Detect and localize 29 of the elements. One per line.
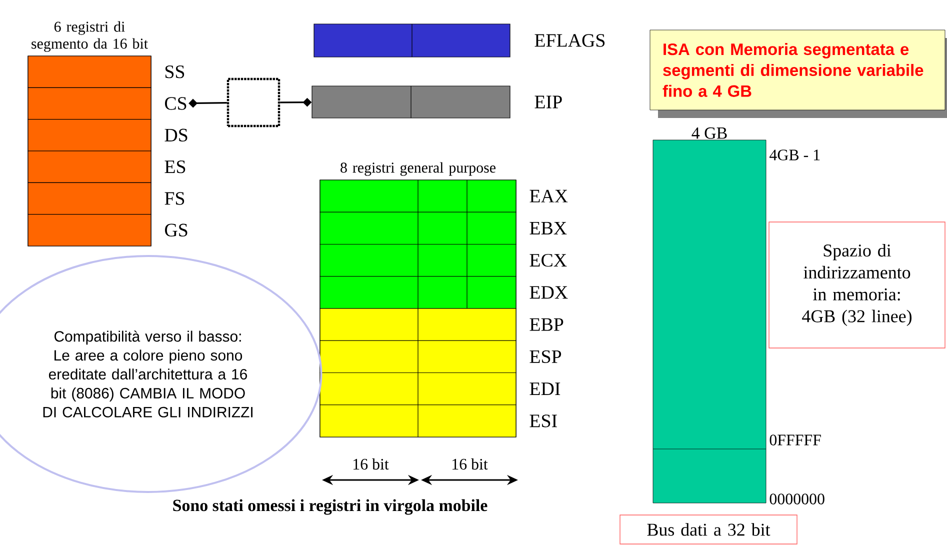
- block-heading: 8 registri general purpose: [340, 162, 496, 176]
- text-box: Bus dati a 32 bit: [620, 514, 798, 544]
- register-label: SS: [165, 65, 184, 78]
- register-label: FS: [164, 192, 184, 205]
- register-label: EBP: [530, 318, 564, 331]
- bar-heading: 4 GB: [692, 127, 727, 139]
- block-heading: 6 registri di segmento da 16 bit: [32, 21, 148, 52]
- register-label: GS: [164, 224, 188, 237]
- register-label: ESI: [530, 414, 557, 428]
- address-label: 0FFFFF: [770, 434, 821, 446]
- register-label: DS: [164, 128, 188, 142]
- text-box: Spazio di indirizzamento in memoria: 4GB (32 linee): [768, 222, 946, 348]
- footnote: Sono stati omessi i registri in virgola mobile: [173, 499, 488, 515]
- dimension-label: 16 bit: [452, 458, 488, 470]
- register-label: EBX: [530, 222, 567, 234]
- title-box: ISA con Memoria segmentata e segmenti di dimensione variabile fino a 4 GB: [650, 30, 947, 118]
- register-label: EDI: [530, 382, 560, 395]
- address-label: 4GB - 1: [770, 150, 820, 160]
- dimension-label: 16 bit: [354, 458, 389, 470]
- register-label: EAX: [530, 190, 568, 202]
- register-label: CS: [164, 97, 186, 110]
- register-label: ECX: [530, 254, 567, 267]
- register-label: EDX: [530, 286, 568, 299]
- register-label: ES: [164, 160, 186, 174]
- address-label: 0000000: [770, 494, 824, 504]
- register-label: EFLAGS: [534, 34, 605, 47]
- register-label: EIP: [534, 96, 562, 108]
- dotted-box: [226, 78, 280, 128]
- register-label: ESP: [530, 350, 562, 364]
